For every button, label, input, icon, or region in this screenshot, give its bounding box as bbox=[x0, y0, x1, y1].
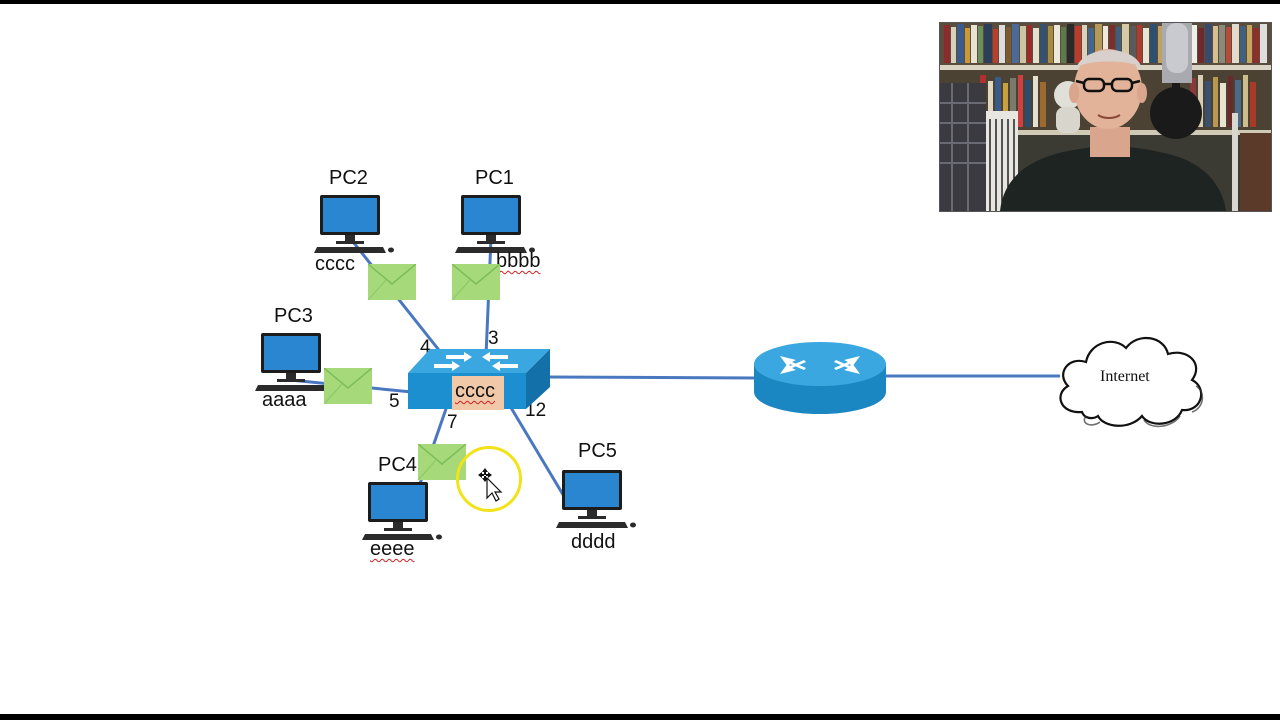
pc2-desktop-icon[interactable] bbox=[314, 195, 394, 255]
move-cursor-icon bbox=[478, 468, 503, 502]
webcam-feed bbox=[939, 22, 1272, 212]
envelope-icon-pc2-link bbox=[368, 264, 416, 300]
pc5-name-label: PC5 bbox=[578, 440, 617, 462]
link-switch-router bbox=[547, 375, 757, 380]
port-label-pc3: 5 bbox=[389, 391, 400, 412]
pc4-desktop-icon[interactable] bbox=[362, 482, 442, 542]
internet-cloud-label: Internet bbox=[1100, 368, 1150, 385]
switch-frame-tag bbox=[452, 376, 504, 410]
envelope-icon-pc3-link bbox=[324, 368, 372, 404]
pc2-address-label: cccc bbox=[315, 253, 355, 275]
pc3-address-label: aaaa bbox=[262, 389, 307, 411]
switch-frame-label: cccc bbox=[455, 380, 495, 402]
pc5-desktop-icon[interactable] bbox=[556, 470, 636, 530]
pc5-address-label: dddd bbox=[571, 531, 616, 553]
pc3-desktop-icon[interactable] bbox=[255, 333, 335, 393]
pc1-name-label: PC1 bbox=[475, 167, 514, 189]
port-label-pc2: 4 bbox=[420, 337, 431, 358]
cursor-highlight-ring bbox=[456, 446, 522, 512]
link-pc5-switch bbox=[508, 405, 567, 499]
pc4-address-label: eeee bbox=[370, 538, 415, 560]
pc4-name-label: PC4 bbox=[378, 454, 417, 476]
pc1-desktop-icon[interactable] bbox=[455, 195, 535, 255]
envelope-icon-pc1-link bbox=[452, 264, 500, 300]
pc1-address-label: bbbb bbox=[496, 250, 541, 272]
internet-cloud-icon bbox=[1059, 336, 1204, 428]
pc3-name-label: PC3 bbox=[274, 305, 313, 327]
slide-canvas: PC1 PC2 PC3 PC4 PC5 bbbb cccc aaaa eeee … bbox=[0, 4, 1280, 714]
pc2-name-label: PC2 bbox=[329, 167, 368, 189]
port-label-pc5: 12 bbox=[525, 400, 547, 421]
port-label-pc1: 3 bbox=[488, 328, 499, 349]
router-icon[interactable] bbox=[752, 340, 890, 418]
port-label-pc4: 7 bbox=[447, 412, 458, 433]
